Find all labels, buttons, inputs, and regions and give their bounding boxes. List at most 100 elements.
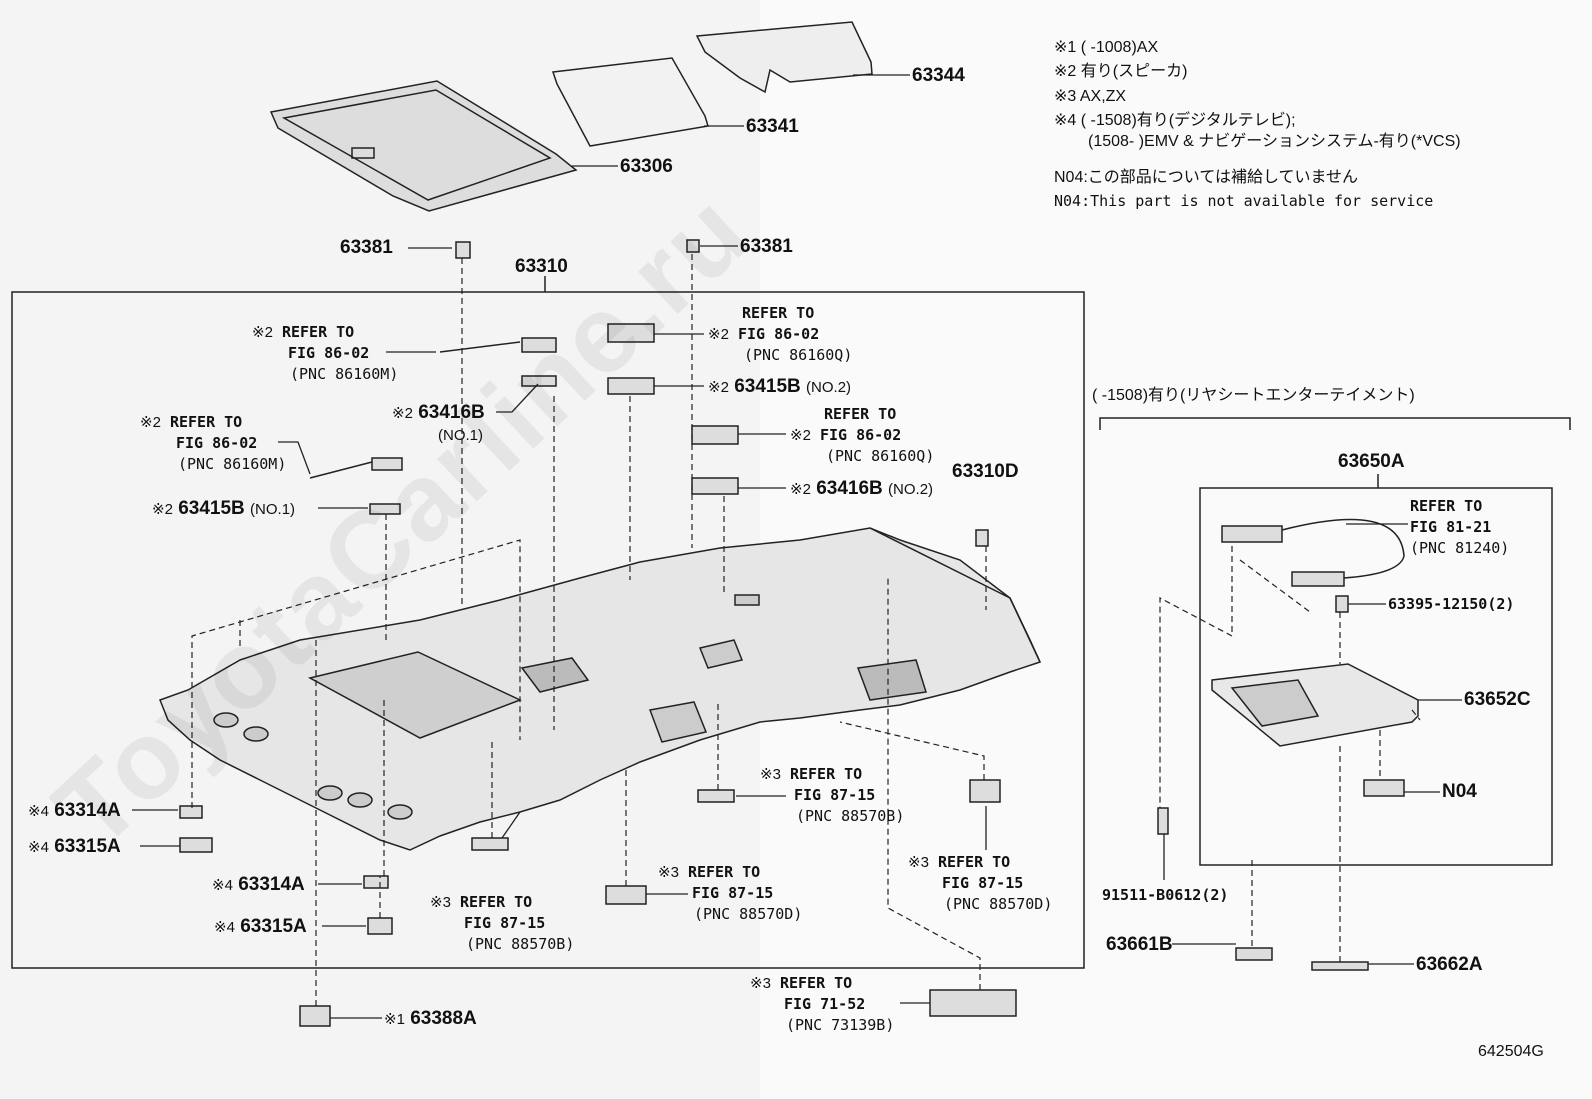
mark-3: ※3 (658, 864, 679, 881)
part-63310-label: 63310 (515, 256, 568, 277)
refer-4-line2: FIG 86-02 (819, 426, 902, 444)
part-63344-label: 63344 (912, 65, 965, 86)
part-63662a-label: 63662A (1416, 954, 1483, 975)
mark-2: ※2 (392, 405, 413, 422)
mark-3: ※3 (430, 894, 451, 911)
part-63315a-1-number: 63315A (54, 836, 121, 857)
refer-6-line1: REFER TO (789, 765, 863, 783)
refer-block-9: ※3 REFER TO FIG 87-15 (PNC 88570D) (908, 852, 1052, 915)
refer-5-line1: REFER TO (1410, 497, 1483, 515)
refer-1-line1: REFER TO (281, 323, 355, 341)
refer-10-line1: REFER TO (779, 974, 853, 992)
part-63306-label: 63306 (620, 156, 673, 177)
mark-4: ※4 (28, 839, 49, 856)
refer-3-line2: FIG 86-02 (176, 434, 258, 452)
part-63341-label: 63341 (746, 116, 799, 137)
part-63388a-number: 63388A (410, 1008, 477, 1029)
note-3: ※3 AX,ZX (1054, 88, 1127, 105)
part-63344-pad (695, 21, 873, 94)
note-4b: (1508- )EMV & ナビゲーションシステム-有り(*VCS) (1088, 133, 1461, 150)
refer-2-line1: REFER TO (742, 304, 815, 322)
part-63381-right-label: 63381 (740, 236, 793, 257)
refer-7-line3: (PNC 88570D) (694, 905, 803, 923)
part-63416b-no2-label: ※2 63416B (NO.2) (790, 479, 933, 498)
mark-2: ※2 (252, 324, 273, 341)
refer-8-line3: (PNC 88570B) (466, 935, 575, 953)
part-63415b-no1-label: ※2 63415B (NO.1) (152, 499, 295, 518)
part-n04-label: N04 (1442, 781, 1477, 802)
part-63310d-label: 63310D (952, 461, 1019, 482)
part-63416b-no2-number: 63416B (816, 478, 883, 499)
refer-block-2: REFER TO ※2 FIG 86-02 (PNC 86160Q) (708, 303, 852, 366)
refer-block-7: ※3 REFER TO FIG 87-15 (PNC 88570D) (658, 862, 802, 925)
refer-8-line2: FIG 87-15 (464, 914, 546, 932)
refer-block-5: REFER TO FIG 81-21 (PNC 81240) (1410, 496, 1509, 559)
part-63315a-2-number: 63315A (240, 916, 307, 937)
note-n04-jp: N04:この部品については補給していません (1054, 169, 1359, 186)
part-63395-label: 63395-12150(2) (1388, 595, 1515, 613)
mark-3: ※3 (908, 854, 929, 871)
qualifier-no2: (NO.2) (888, 481, 934, 498)
refer-2-line2: FIG 86-02 (737, 325, 820, 343)
part-63306-sunshade (269, 80, 578, 212)
qualifier-no1: (NO.1) (250, 501, 296, 518)
part-63652c-console (1211, 663, 1419, 747)
mark-2: ※2 (140, 414, 161, 431)
clip-63381-left (455, 241, 471, 259)
refer-4-line3: (PNC 86160Q) (826, 447, 935, 465)
mark-2: ※2 (152, 501, 173, 518)
mark-2: ※2 (790, 427, 811, 444)
note-4a: ※4 ( -1508)有り(デジタルテレビ); (1054, 112, 1296, 129)
refer-4-line1: REFER TO (824, 405, 897, 423)
note-1: ※1 ( -1008)AX (1054, 39, 1159, 56)
refer-1-line2: FIG 86-02 (288, 344, 370, 362)
rear-group-bracket (1099, 417, 1571, 430)
refer-3-line3: (PNC 86160M) (178, 455, 287, 473)
part-63314a-1-number: 63314A (54, 800, 121, 821)
mark-1: ※1 (384, 1011, 405, 1028)
part-63415b-no2-number: 63415B (734, 376, 801, 397)
refer-5-line3: (PNC 81240) (1410, 539, 1510, 557)
note-2: ※2 有り(スピーカ) (1054, 63, 1188, 80)
mark-2: ※2 (708, 326, 729, 343)
mark-2: ※2 (790, 481, 811, 498)
note-n04-en: N04:This part is not available for servi… (1054, 192, 1434, 210)
rear-group-title: ( -1508)有り(リヤシートエンターテイメント) (1092, 387, 1415, 404)
refer-2-line3: (PNC 86160Q) (744, 346, 853, 364)
part-63661b-label: 63661B (1106, 934, 1173, 955)
refer-7-line1: REFER TO (687, 863, 761, 881)
refer-8-line1: REFER TO (459, 893, 533, 911)
refer-10-line2: FIG 71-52 (784, 995, 866, 1013)
refer-1-line3: (PNC 86160M) (290, 365, 399, 383)
mark-3: ※3 (760, 766, 781, 783)
main-group-frame (11, 291, 1085, 969)
refer-block-8: ※3 REFER TO FIG 87-15 (PNC 88570B) (430, 892, 574, 955)
refer-6-line3: (PNC 88570B) (796, 807, 905, 825)
refer-block-4: REFER TO ※2 FIG 86-02 (PNC 86160Q) (790, 404, 934, 467)
refer-block-6: ※3 REFER TO FIG 87-15 (PNC 88570B) (760, 764, 904, 827)
mark-4: ※4 (214, 919, 235, 936)
part-63381-left-label: 63381 (340, 237, 393, 258)
refer-9-line2: FIG 87-15 (942, 874, 1024, 892)
refer-9-line1: REFER TO (937, 853, 1011, 871)
part-63314a-1-label: ※4 63314A (28, 801, 121, 820)
refer-3-line1: REFER TO (169, 413, 243, 431)
refer-9-line3: (PNC 88570D) (944, 895, 1053, 913)
figure-code: 642504G (1478, 1043, 1544, 1060)
part-63416b-no1-number: 63416B (418, 402, 485, 423)
part-63315a-2-label: ※4 63315A (214, 917, 307, 936)
part-63315a-1-label: ※4 63315A (28, 837, 121, 856)
mark-4: ※4 (28, 803, 49, 820)
part-63341-pad (551, 57, 709, 147)
mark-3: ※3 (750, 975, 771, 992)
qualifier-no2: (NO.2) (806, 379, 852, 396)
part-63652c-label: 63652C (1464, 689, 1531, 710)
headliner-63310 (159, 527, 1042, 851)
part-63415b-no2-label: ※2 63415B (NO.2) (708, 377, 851, 396)
qualifier-no1: (NO.1) (438, 427, 483, 444)
refer-5-line2: FIG 81-21 (1410, 518, 1492, 536)
clip-63381-right (686, 239, 700, 253)
refer-6-line2: FIG 87-15 (794, 786, 876, 804)
mark-2: ※2 (708, 379, 729, 396)
